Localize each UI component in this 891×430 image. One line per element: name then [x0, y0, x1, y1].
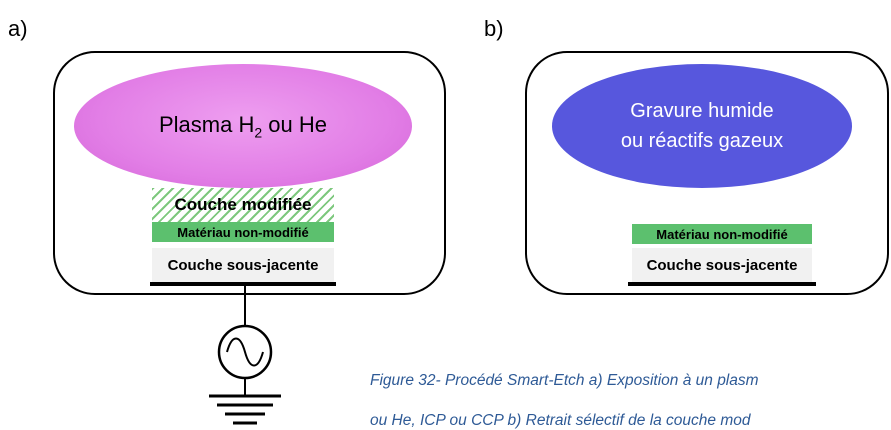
figure-caption-line2: ou He, ICP ou CCP b) Retrait sélectif de… — [370, 412, 751, 429]
rf-source — [209, 284, 281, 425]
underlying-layer-b: Couche sous-jacente — [632, 248, 812, 282]
etch-label: Gravure humide ou réactifs gazeux — [620, 100, 784, 152]
modified-layer: Couche modifiée — [152, 188, 334, 222]
unmodified-layer-b: Matériau non-modifié — [632, 224, 812, 244]
panel-b-label: b) — [484, 16, 504, 41]
figure-caption-line1: Figure 32- Procédé Smart-Etch a) Exposit… — [370, 372, 759, 389]
substrate-b — [628, 282, 816, 286]
unmodified-layer-a: Matériau non-modifié — [152, 222, 334, 242]
sine-wave-icon — [226, 337, 264, 367]
substrate-electrode-a — [150, 282, 336, 286]
plasma-ellipse: Plasma H2 ou He — [74, 64, 412, 188]
etch-ellipse: Gravure humide ou réactifs gazeux — [552, 64, 852, 188]
underlying-layer-a: Couche sous-jacente — [152, 248, 334, 282]
ground-icon — [209, 394, 281, 425]
panel-a-label: a) — [8, 16, 28, 41]
plasma-label: Plasma H2 ou He — [159, 111, 327, 141]
